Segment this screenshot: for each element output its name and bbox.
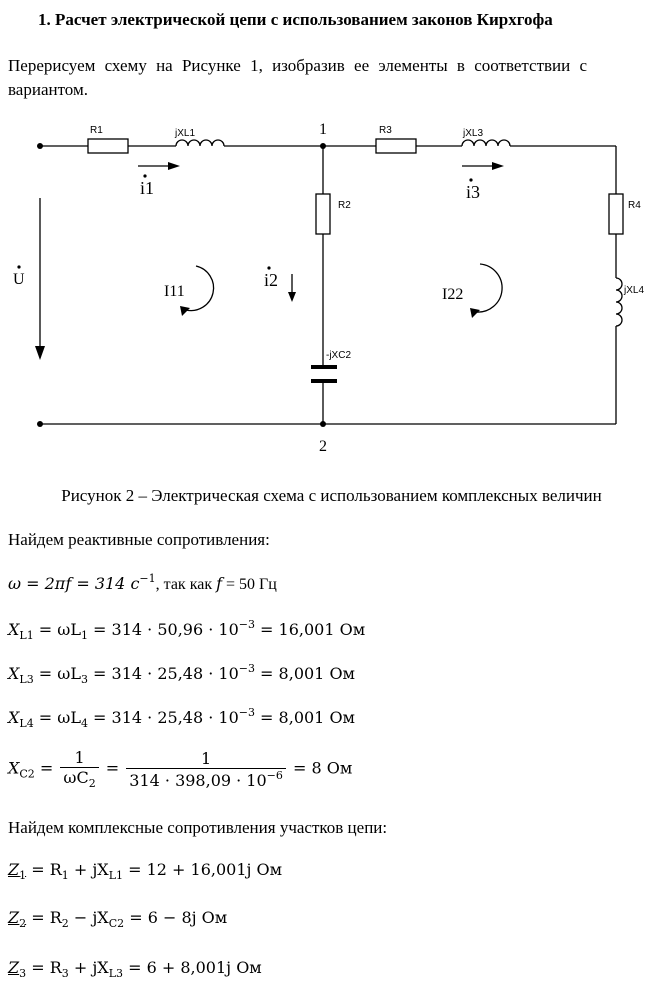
eq-xl4: XL4 = ωL4 = 314 · 25,48 · 10−3 = 8,001 О…	[8, 706, 355, 730]
label-u: U	[13, 271, 25, 288]
node-2-dot	[320, 421, 326, 427]
eq-omega: ω = 2πf = 314 с−1, так как f = 50 Гц	[8, 572, 277, 593]
eq-z1: Z1 = R1 + jXL1 = 12 + 16,001j Ом	[8, 860, 283, 882]
label-r1: R1	[90, 125, 103, 136]
resistor-r3	[375, 138, 417, 154]
circuit-schematic: R1 jXL1 R3 jXL3 R2 R4 jXL4 -jXC2 1 2 U i…	[13, 121, 644, 455]
eq-z3: Z3 = R3 + jXL3 = 6 + 8,001j Ом	[8, 958, 262, 980]
resistor-r1	[87, 138, 129, 154]
label-node-2: 2	[319, 438, 327, 455]
label-node-1: 1	[319, 121, 327, 138]
figure-caption: Рисунок 2 – Электрическая схема с исполь…	[61, 486, 602, 505]
loop-arrow-i11	[185, 265, 215, 312]
inductor-xl4	[615, 277, 623, 327]
node-1-dot	[320, 143, 326, 149]
terminal-bottom	[37, 421, 43, 427]
capacitor-xc2	[311, 365, 337, 383]
inductor-xl3	[461, 139, 511, 147]
label-jxc2: -jXC2	[326, 350, 351, 361]
intro-line-2: вариантом.	[8, 80, 88, 99]
label-r4: R4	[628, 200, 641, 211]
label-i1: i1	[140, 178, 154, 198]
label-r3: R3	[379, 125, 392, 136]
eq-xl1: XL1 = ωL1 = 314 · 50,96 · 10−3 = 16,001 …	[8, 618, 366, 642]
label-jxl3: jXL3	[462, 128, 483, 139]
eq-z2: Z2 = R2 − jXC2 = 6 − 8j Ом	[8, 908, 228, 930]
impedance-intro: Найдем комплексные сопротивления участко…	[8, 818, 388, 837]
loop-arrow-i22	[475, 263, 503, 313]
eq-xl3: XL3 = ωL3 = 314 · 25,48 · 10−3 = 8,001 О…	[8, 662, 355, 686]
section-heading: 1. Расчет электрической цепи с использов…	[38, 10, 553, 29]
reactance-intro: Найдем реактивные сопротивления:	[8, 530, 270, 549]
terminal-top	[37, 143, 43, 149]
intro-line-1: Перерисуем схему на Рисунке 1, изобразив…	[8, 56, 588, 75]
label-i22: I22	[442, 286, 463, 303]
label-i2: i2	[264, 270, 278, 290]
label-r2: R2	[338, 200, 351, 211]
label-jxl4: jXL4	[623, 285, 644, 296]
label-i3: i3	[466, 182, 480, 202]
label-jxl1: jXL1	[174, 128, 195, 139]
inductor-xl1	[175, 139, 225, 147]
label-i11: I11	[164, 283, 185, 300]
resistor-r4	[608, 193, 624, 235]
resistor-r2	[315, 193, 331, 235]
